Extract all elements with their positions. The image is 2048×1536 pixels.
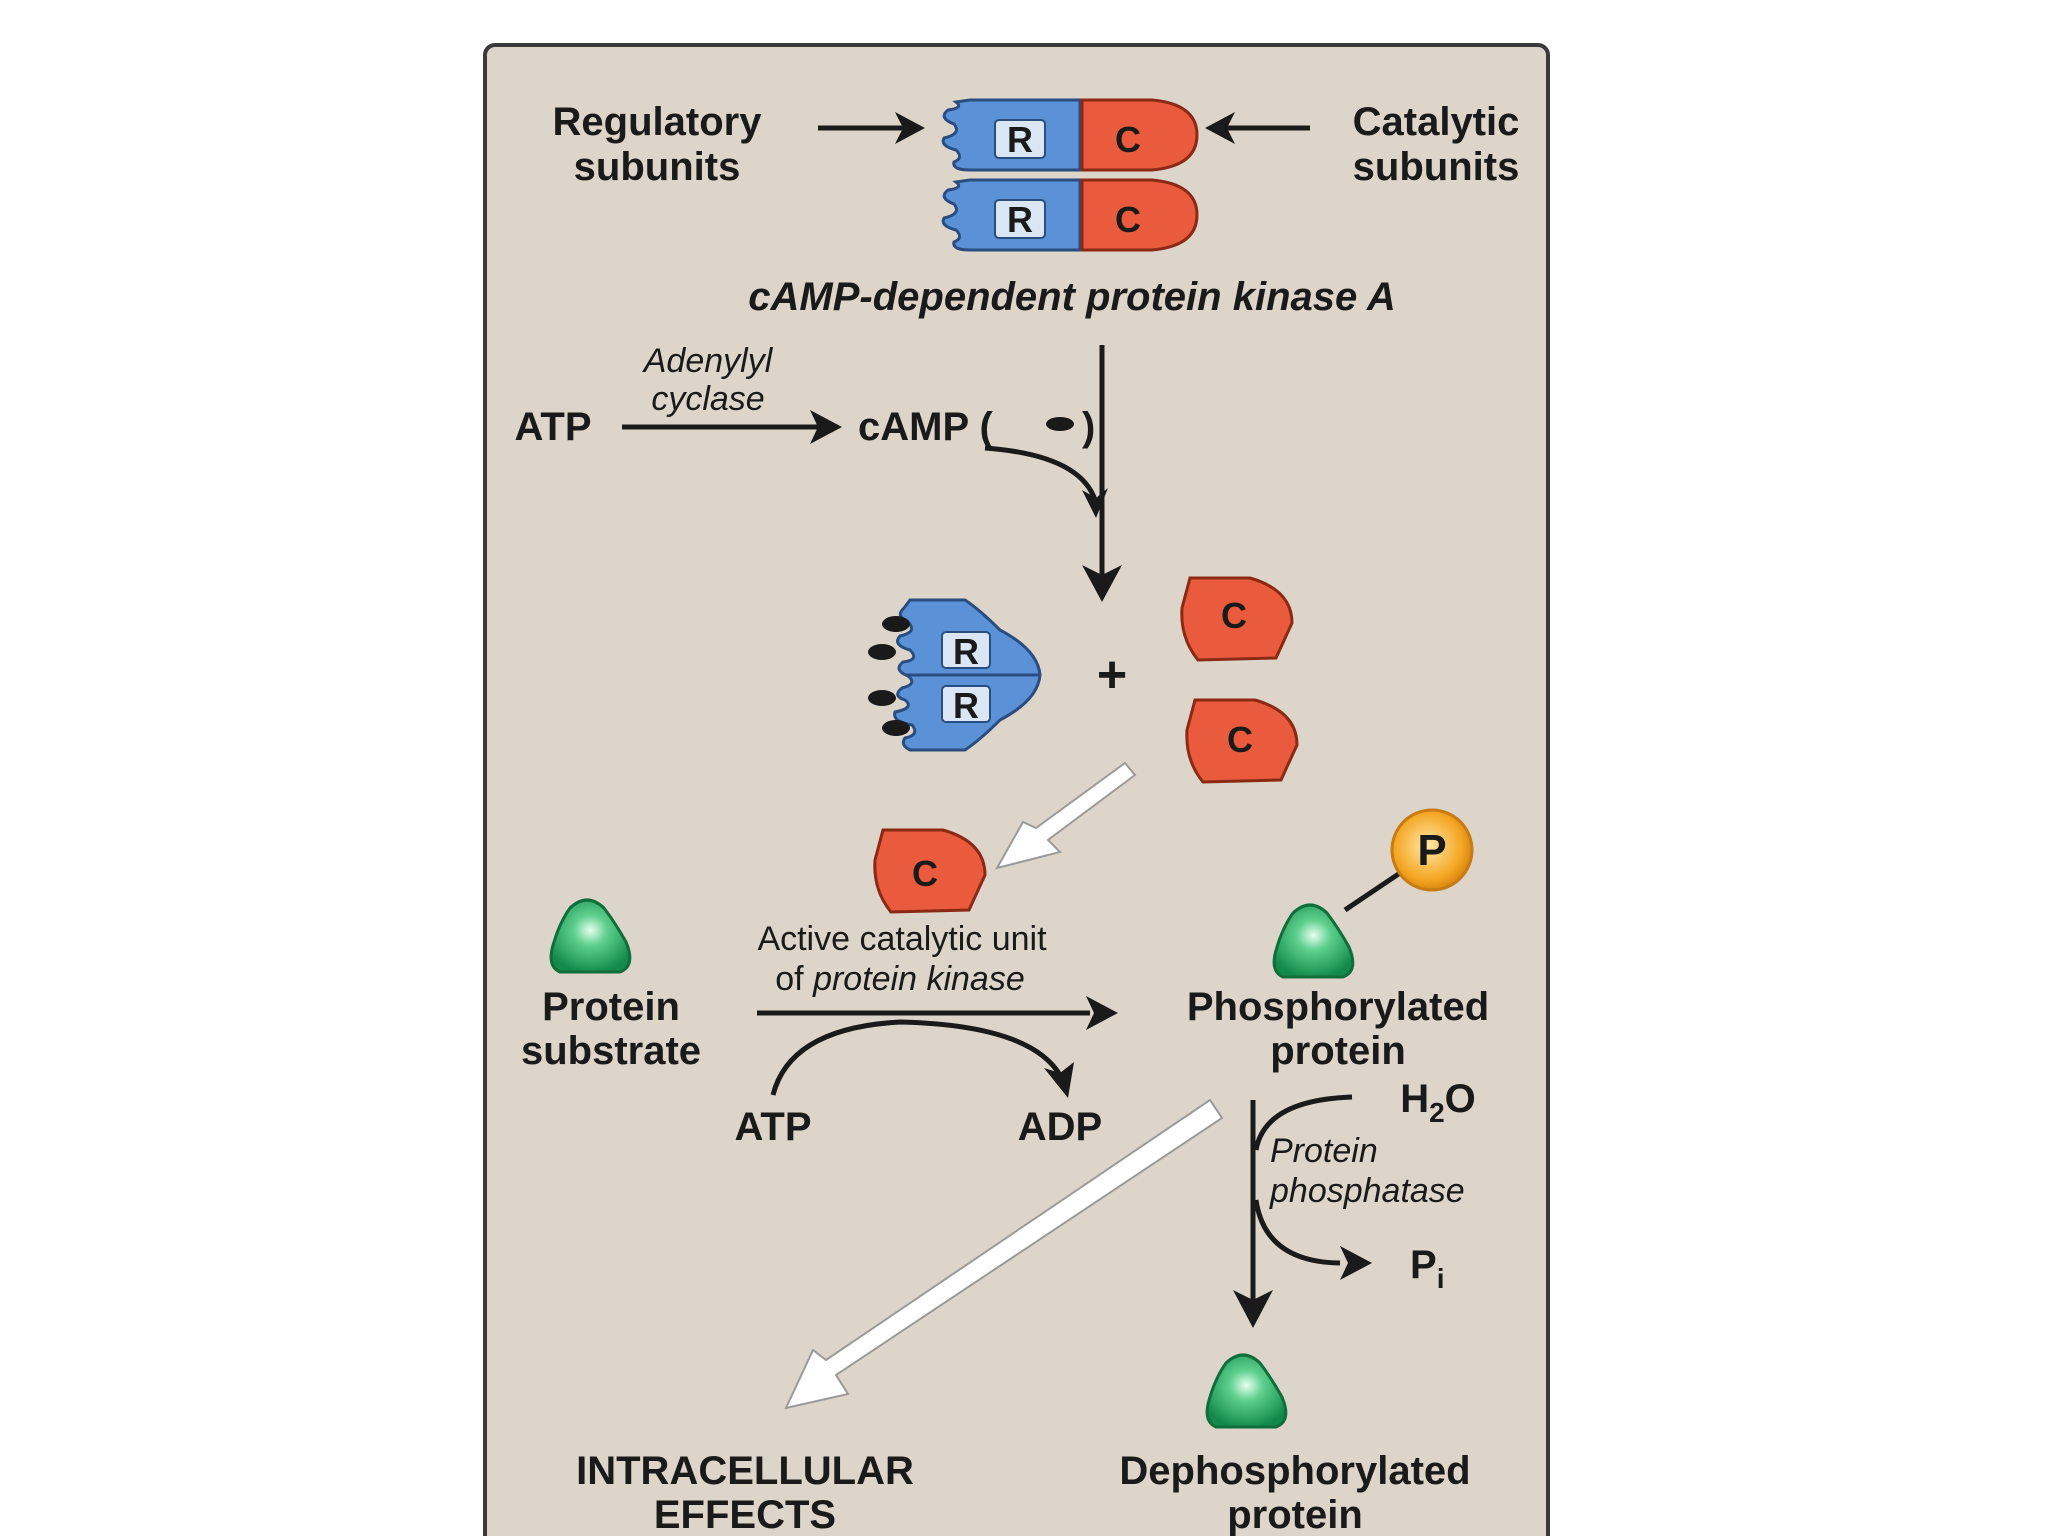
dephosphorylated-protein-label-2: protein bbox=[1227, 1493, 1363, 1536]
water-o: O bbox=[1445, 1077, 1476, 1121]
plus-sign: + bbox=[1097, 646, 1127, 704]
phosphorylation-arrow-icon bbox=[757, 996, 1118, 1098]
dephosphorylated-protein-label-1: Dephosphorylated bbox=[1119, 1449, 1470, 1493]
phosphorylated-protein-label-2: protein bbox=[1270, 1029, 1406, 1073]
adenylyl-cyclase-label-1: Adenylyl bbox=[642, 342, 774, 380]
arrow-to-regulatory-icon bbox=[818, 112, 925, 144]
adp-label: ADP bbox=[1018, 1105, 1102, 1149]
cat-letter-2: C bbox=[1115, 199, 1141, 240]
phosphatase-label-2: phosphatase bbox=[1269, 1172, 1465, 1210]
regulatory-camp-complex-icon: R R bbox=[868, 598, 1042, 752]
catalytic-subunit-icon: C C bbox=[1080, 98, 1199, 252]
water-label: H2O bbox=[1400, 1077, 1476, 1128]
kinase-title: cAMP-dependent protein kinase A bbox=[748, 275, 1396, 319]
pi-p: P bbox=[1410, 1243, 1437, 1287]
cat-letter-1: C bbox=[1115, 119, 1141, 160]
catalytic-subunits-label-1: Catalytic bbox=[1353, 100, 1520, 144]
free-cat-letter-2: C bbox=[1227, 719, 1253, 760]
camp-molecule-icon bbox=[1046, 417, 1074, 431]
phosphate-icon: P bbox=[1390, 808, 1474, 892]
water-h: H bbox=[1400, 1077, 1429, 1121]
protein-substrate-label-2: substrate bbox=[521, 1029, 701, 1073]
free-catalytic-subunit-icon: C C bbox=[1180, 576, 1299, 784]
free-cat-letter-1: C bbox=[1221, 595, 1247, 636]
phosphate-letter: P bbox=[1417, 826, 1446, 875]
regulatory-subunits-label-2: subunits bbox=[574, 145, 741, 189]
intracellular-effects-label-2: EFFECTS bbox=[654, 1493, 836, 1536]
dephosphorylation-arrow-icon bbox=[1233, 1094, 1372, 1328]
camp-close-label: ) bbox=[1082, 405, 1095, 449]
protein-substrate-label-1: Protein bbox=[542, 985, 680, 1029]
activation-arrow-icon bbox=[984, 345, 1122, 602]
phosphorylated-protein-icon bbox=[1272, 870, 1402, 979]
reg-letter-2: R bbox=[1007, 199, 1033, 240]
atp-bottom-label: ATP bbox=[734, 1105, 811, 1149]
reg-letter-1: R bbox=[1007, 119, 1033, 160]
active-unit-of: of bbox=[775, 960, 813, 998]
water-sub: 2 bbox=[1429, 1097, 1445, 1128]
free-reg-letter-2: R bbox=[953, 685, 979, 726]
camp-label: cAMP ( bbox=[858, 405, 994, 449]
adenylyl-cyclase-label-2: cyclase bbox=[651, 380, 764, 418]
phosphatase-label-1: Protein bbox=[1270, 1132, 1378, 1170]
active-catalytic-subunit-icon: C bbox=[873, 828, 987, 914]
catalytic-subunits-label-2: subunits bbox=[1353, 145, 1520, 189]
atp-top-label: ATP bbox=[514, 405, 591, 449]
intracellular-hollow-arrow-icon bbox=[784, 1098, 1224, 1410]
intracellular-effects-label-1: INTRACELLULAR bbox=[576, 1449, 914, 1493]
diagram-panel bbox=[483, 43, 1550, 1536]
regulatory-subunits-label-1: Regulatory bbox=[553, 100, 763, 144]
atp-to-camp-arrow-icon bbox=[622, 410, 842, 444]
pi-sub: i bbox=[1437, 1263, 1445, 1294]
active-cat-letter: C bbox=[912, 853, 938, 894]
phosphorylated-protein-label-1: Phosphorylated bbox=[1187, 985, 1489, 1029]
regulatory-subunit-icon: R R bbox=[941, 98, 1082, 252]
active-unit-italic: protein kinase bbox=[812, 960, 1025, 998]
hollow-arrow-icon bbox=[994, 761, 1137, 870]
active-unit-label-2: of protein kinase bbox=[775, 960, 1025, 998]
inorganic-phosphate-label: Pi bbox=[1410, 1243, 1444, 1294]
arrow-to-catalytic-icon bbox=[1205, 112, 1310, 144]
active-unit-label-1: Active catalytic unit bbox=[757, 920, 1047, 958]
free-reg-letter-1: R bbox=[953, 631, 979, 672]
